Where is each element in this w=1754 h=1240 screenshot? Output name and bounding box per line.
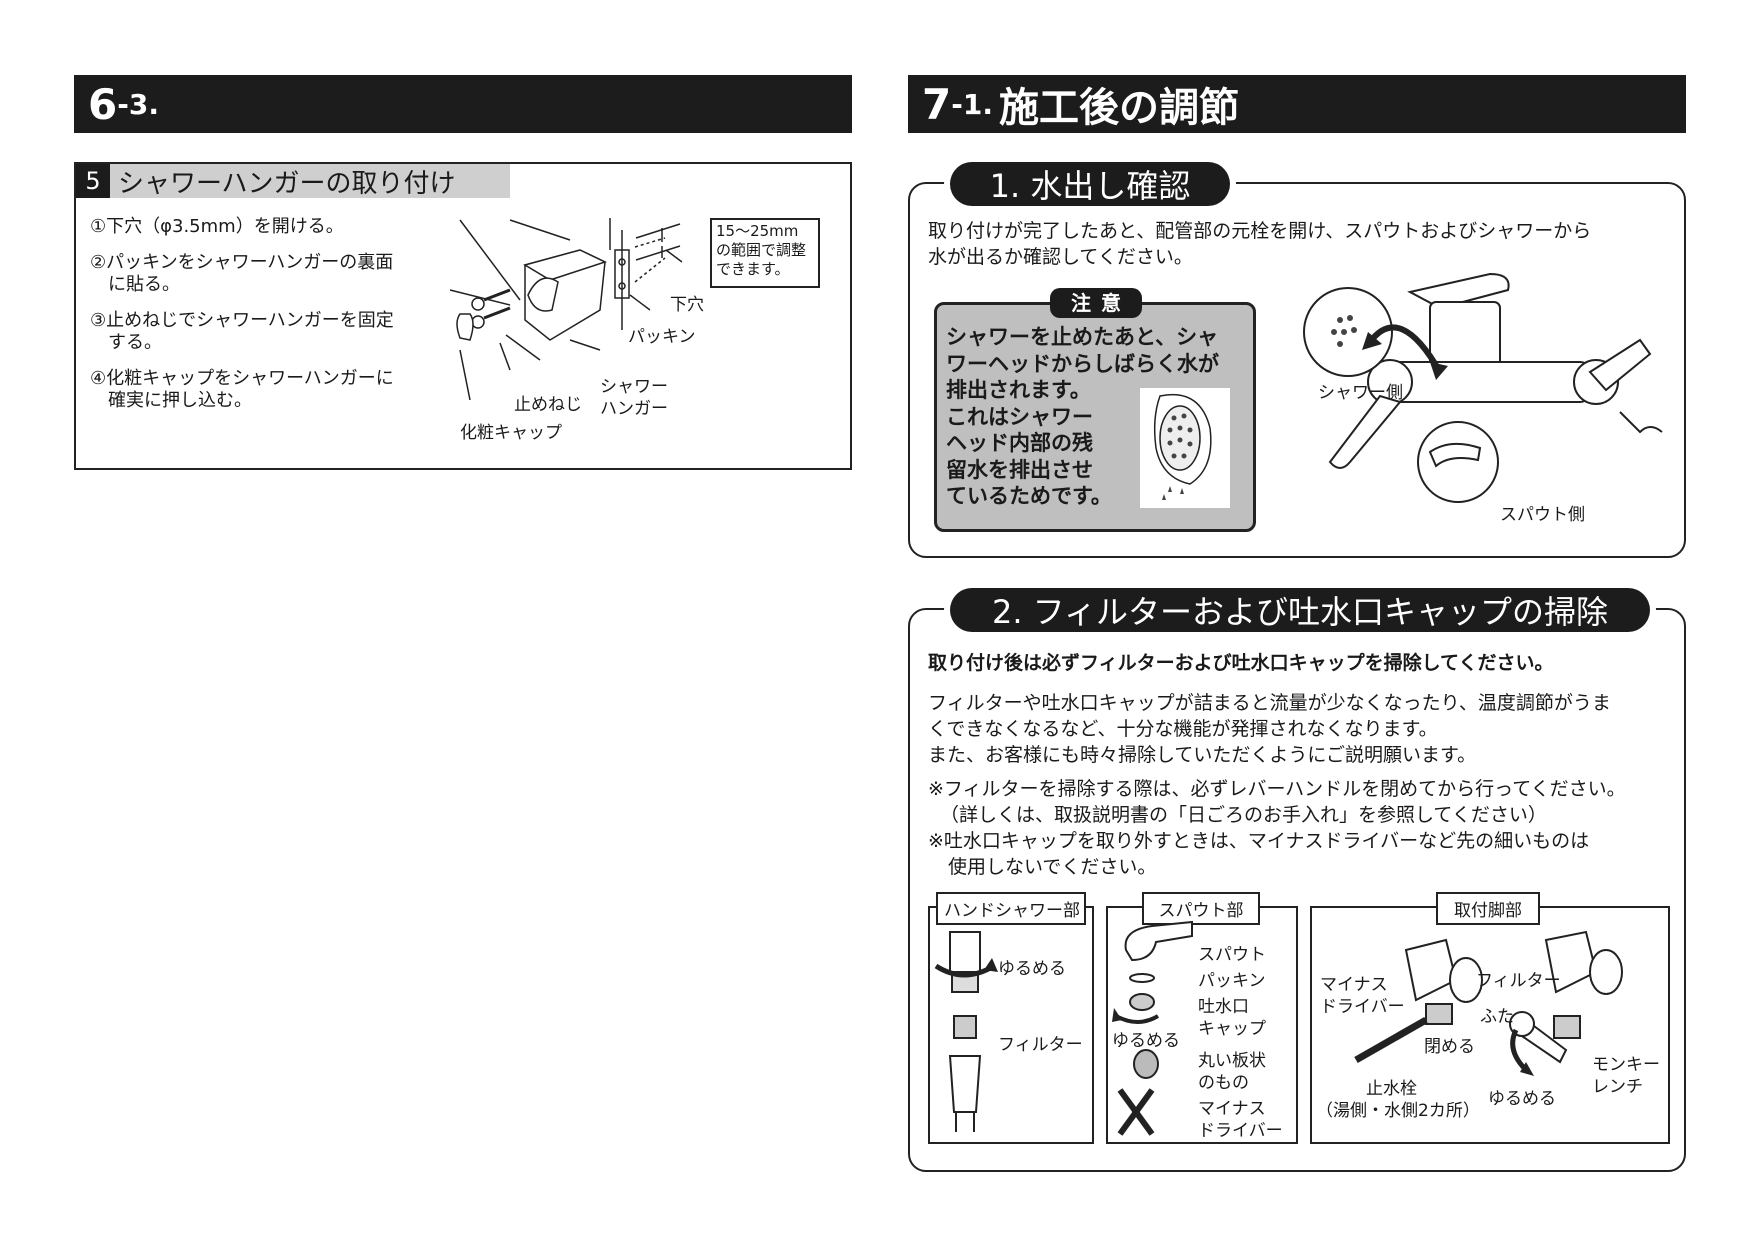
water-check-line-1: 取り付けが完了したあと、配管部の元栓を開け、スパウトおよびシャワーから xyxy=(928,220,1592,242)
caution-line-5: ヘッド内部の残 xyxy=(946,431,1093,455)
label-round-plate-line-2: のもの xyxy=(1198,1073,1249,1093)
label-shower-side: シャワー側 xyxy=(1318,383,1403,403)
range-line-1: 15〜25mm xyxy=(716,222,799,240)
label-stopcock-line-1: 止水栓 xyxy=(1366,1079,1417,1099)
label-spout: スパウト xyxy=(1198,945,1266,965)
header-title: 施工後の調節 xyxy=(998,85,1239,131)
water-check-line-2: 水が出るか確認してください。 xyxy=(928,246,1193,268)
step-2-line-2: に貼る。 xyxy=(90,274,180,295)
spout-illustration xyxy=(1112,920,1193,1136)
note-1-detail: （詳しくは、取扱説明書の「日ごろのお手入れ」を参照してください） xyxy=(940,804,1547,826)
filter-cleaning-text: 取り付け後は必ずフィルターおよび吐水口キャップを掃除してください。 フィルターや… xyxy=(928,650,1626,880)
label-wrench-line-1: モンキー xyxy=(1592,1055,1660,1075)
hand-shower-illustration xyxy=(934,931,998,1132)
section-title: シャワーハンガーの取り付け xyxy=(118,168,456,199)
left-page-header: 6 -3. xyxy=(74,75,852,133)
label-hanger-line-2: ハンガー xyxy=(600,399,668,419)
section-heading: 5 シャワーハンガーの取り付け xyxy=(76,164,510,199)
label-hanger-line-1: シャワー xyxy=(600,377,668,397)
label-filter-3: フィルター xyxy=(1476,971,1561,991)
label-loosen-3: ゆるめる xyxy=(1488,1089,1556,1109)
label-stopcock-line-2: （湯側・水側2カ所） xyxy=(1316,1101,1480,1121)
water-check-title: 1. 水出し確認 xyxy=(950,162,1230,206)
header-number: 7 xyxy=(922,79,952,129)
caution-title: 注意 xyxy=(1050,288,1142,318)
caution-line-7: ているためです。 xyxy=(946,484,1112,508)
label-screwdriver-line-2: ドライバー xyxy=(1198,1121,1283,1141)
range-line-2: の範囲で調整 xyxy=(716,241,807,259)
installation-steps: ①下穴（φ3.5mm）を開ける。 ②パッキンをシャワーハンガーの裏面 に貼る。 … xyxy=(90,216,460,412)
step-3-line-2: する。 xyxy=(90,332,162,353)
range-line-3: できます。 xyxy=(716,260,790,278)
label-round-plate-line-1: 丸い板状 xyxy=(1198,1051,1266,1071)
label-screw: 止めねじ xyxy=(514,395,582,415)
label-wrench-line-2: レンチ xyxy=(1592,1077,1643,1097)
label-loosen-1: ゆるめる xyxy=(998,959,1066,979)
label-screwdriver-line-1: マイナス xyxy=(1198,1099,1266,1119)
label-packing: パッキン xyxy=(628,327,696,347)
step-4-line-2: 確実に押し込む。 xyxy=(90,390,252,411)
label-close: 閉める xyxy=(1424,1037,1475,1057)
step-1: ①下穴（φ3.5mm）を開ける。 xyxy=(90,216,344,237)
hand-shower-box-title: ハンドシャワー部 xyxy=(936,892,1086,925)
spout-box-title: スパウト部 xyxy=(1142,892,1260,925)
caution-line-3: 排出されます。 xyxy=(946,378,1091,402)
note-1: ※フィルターを掃除する際は、必ずレバーハンドルを閉めてから行ってください。 xyxy=(928,778,1626,800)
water-check-section xyxy=(908,182,1686,558)
header-number: 6 xyxy=(88,79,118,129)
body-line-2: くできなくなるなど、十分な機能が発揮されなくなります。 xyxy=(928,718,1438,740)
adjustment-range-note: 15〜25mm の範囲で調整 できます。 xyxy=(710,218,820,288)
label-pilot-hole: 下穴 xyxy=(670,295,704,315)
note-2-cont: 使用しないでください。 xyxy=(948,856,1157,878)
label-decorative-cap: 化粧キャップ xyxy=(460,423,562,443)
note-2: ※吐水口キャップを取り外すときは、マイナスドライバーなど先の細いものは xyxy=(928,830,1590,852)
section-number: 5 xyxy=(76,164,110,198)
label-lid: ふた xyxy=(1480,1007,1514,1027)
shower-hanger-section xyxy=(74,162,852,470)
caution-line-2: ワーヘッドからしばらく水が xyxy=(946,351,1219,376)
mounting-box-title: 取付脚部 xyxy=(1436,892,1540,925)
mounting-illustration xyxy=(1354,930,1623,1076)
label-screwdriver-3-line-1: マイナス xyxy=(1320,975,1388,995)
header-subnumber: -1. xyxy=(951,87,993,121)
label-packing-2: パッキン xyxy=(1198,971,1266,991)
header-subnumber: -3. xyxy=(117,87,159,121)
step-4-line-1: ④化粧キャップをシャワーハンガーに xyxy=(90,368,394,389)
faucet-illustration xyxy=(1303,272,1663,503)
shower-head-illustration xyxy=(1140,388,1230,508)
step-2-line-1: ②パッキンをシャワーハンガーの裏面 xyxy=(90,252,394,273)
body-line-1: フィルターや吐水口キャップが詰まると流量が少なくなったり、温度調節がうま xyxy=(928,692,1611,714)
caution-text: シャワーを止めたあと、シャ ワーヘッドからしばらく水が 排出されます。 これはシ… xyxy=(946,324,1219,510)
label-filter-1: フィルター xyxy=(998,1035,1083,1055)
caution-line-6: 留水を排出させ xyxy=(946,457,1093,482)
body-line-3: また、お客様にも時々掃除していただくようにご説明願います。 xyxy=(928,744,1477,766)
label-outlet-cap-line-2: キャップ xyxy=(1198,1019,1266,1039)
label-outlet-cap-line-1: 吐水口 xyxy=(1198,997,1249,1017)
water-check-text: 取り付けが完了したあと、配管部の元栓を開け、スパウトおよびシャワーから 水が出る… xyxy=(928,218,1591,270)
label-loosen-2: ゆるめる xyxy=(1112,1031,1180,1051)
label-spout-side: スパウト側 xyxy=(1500,505,1585,525)
filter-cleaning-title: 2. フィルターおよび吐水口キャップの掃除 xyxy=(950,588,1650,632)
step-3-line-1: ③止めねじでシャワーハンガーを固定 xyxy=(90,310,394,331)
caution-line-4: これはシャワー xyxy=(946,404,1093,429)
right-page-header: 7 -1. 施工後の調節 xyxy=(908,75,1686,133)
bold-instruction: 取り付け後は必ずフィルターおよび吐水口キャップを掃除してください。 xyxy=(928,652,1554,674)
caution-line-1: シャワーを止めたあと、シャ xyxy=(946,325,1219,349)
label-screwdriver-3-line-2: ドライバー xyxy=(1320,997,1405,1017)
shower-hanger-diagram xyxy=(449,218,683,401)
